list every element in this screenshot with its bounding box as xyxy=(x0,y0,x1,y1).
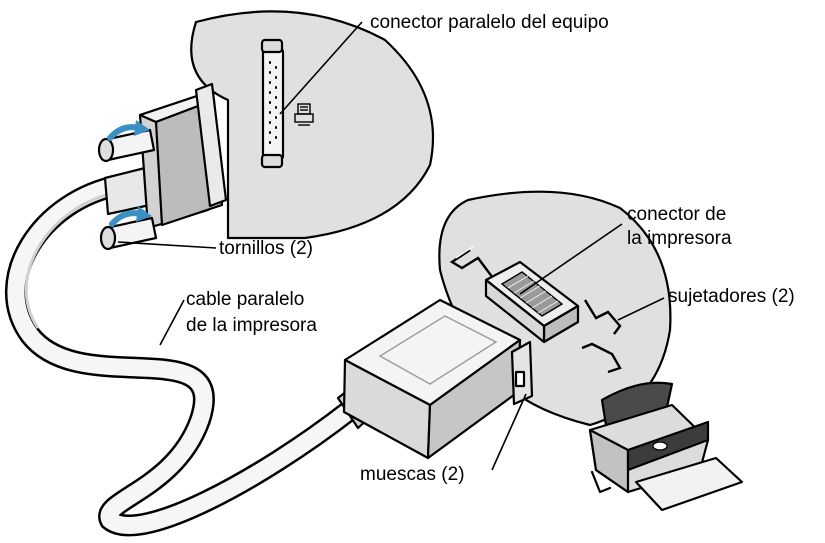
printer-port-icon xyxy=(294,103,314,126)
leader-notches xyxy=(491,393,527,471)
label-clips: sujetadores (2) xyxy=(668,286,795,307)
right-clip-lower xyxy=(581,342,622,374)
label-notches: muescas (2) xyxy=(360,464,465,485)
printer-centronics-connector xyxy=(484,260,580,344)
label-screws: tornillos (2) xyxy=(219,238,313,259)
label-computer-connector: conector paralelo del equipo xyxy=(370,12,609,33)
leader-computer-connector xyxy=(279,21,363,115)
clockwise-arrow-icon xyxy=(107,120,150,141)
parallel-cable xyxy=(4,174,361,537)
leader-clips xyxy=(617,297,665,321)
printer-side-plug xyxy=(336,298,534,460)
label-printer-connector-line2: la impresora xyxy=(627,228,732,249)
computer-parallel-connector xyxy=(260,38,285,169)
computer-port-callout xyxy=(190,10,435,240)
clockwise-arrow-icon xyxy=(109,206,152,227)
right-clip-upper xyxy=(583,299,622,335)
computer-side-plug xyxy=(97,82,228,251)
label-printer-connector-line1: conector de xyxy=(627,204,726,225)
printer-illustration xyxy=(588,381,744,512)
label-cable-line2: de la impresora xyxy=(186,315,317,336)
leader-screws xyxy=(117,241,217,249)
label-cable-line1: cable paralelo xyxy=(186,289,304,310)
leader-printer-connector xyxy=(519,223,623,295)
leader-cable xyxy=(159,299,185,346)
